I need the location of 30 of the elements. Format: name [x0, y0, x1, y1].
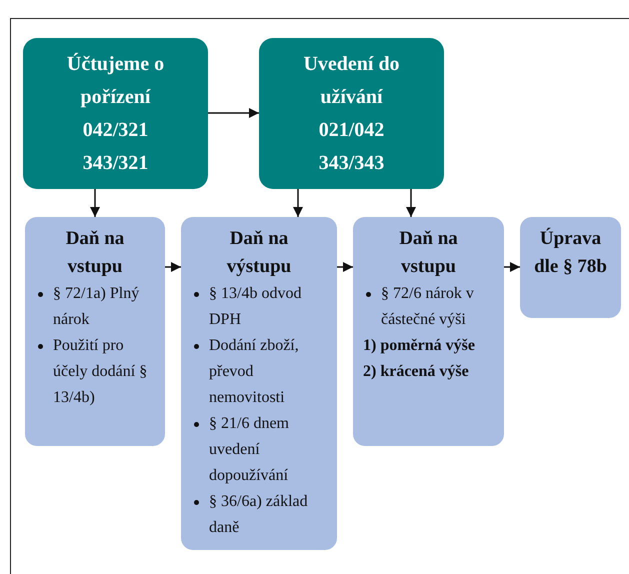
numbered-item: 2) krácená výše — [362, 362, 470, 382]
box-heading: Daň na vstupu — [398, 227, 459, 279]
box-heading: Uvedení do užívání — [302, 52, 400, 110]
process-box — [181, 217, 337, 550]
bullet-item: § 13/4b odvod DPH — [209, 284, 302, 330]
account-codes: 021/042 343/343 — [318, 118, 386, 176]
process-box — [25, 217, 165, 446]
bullet-item: § 72/1a) Plný nárok — [53, 284, 140, 330]
process-box — [353, 217, 504, 446]
bullet-item: § 72/6 nárok v částečné výši — [381, 284, 475, 330]
arrow — [504, 262, 520, 272]
arrow — [208, 108, 259, 118]
arrow — [406, 189, 416, 217]
box-heading: Účtujeme o pořízení — [66, 52, 166, 110]
bullet-item: Použití pro účely dodání § 13/4b) — [53, 336, 148, 408]
process-box — [520, 217, 621, 318]
process-box — [23, 38, 208, 189]
box-heading: Úprava dle § 78b — [533, 226, 608, 279]
process-box — [259, 38, 444, 189]
box-heading: Daň na výstupu — [226, 227, 292, 279]
account-codes: 042/321 343/321 — [82, 118, 150, 176]
arrow — [293, 189, 303, 217]
numbered-item: 1) poměrná výše — [362, 336, 476, 356]
bullet-item: § 36/6a) základ daně — [209, 492, 309, 538]
bullet-item: § 21/6 dnem uvedení dopoužívání — [209, 414, 290, 486]
arrow — [90, 189, 100, 217]
arrow — [337, 262, 353, 272]
arrow — [165, 262, 181, 272]
bullet-item: Dodání zboží, převod nemovitosti — [209, 336, 300, 408]
box-heading: Daň na vstupu — [64, 227, 126, 279]
